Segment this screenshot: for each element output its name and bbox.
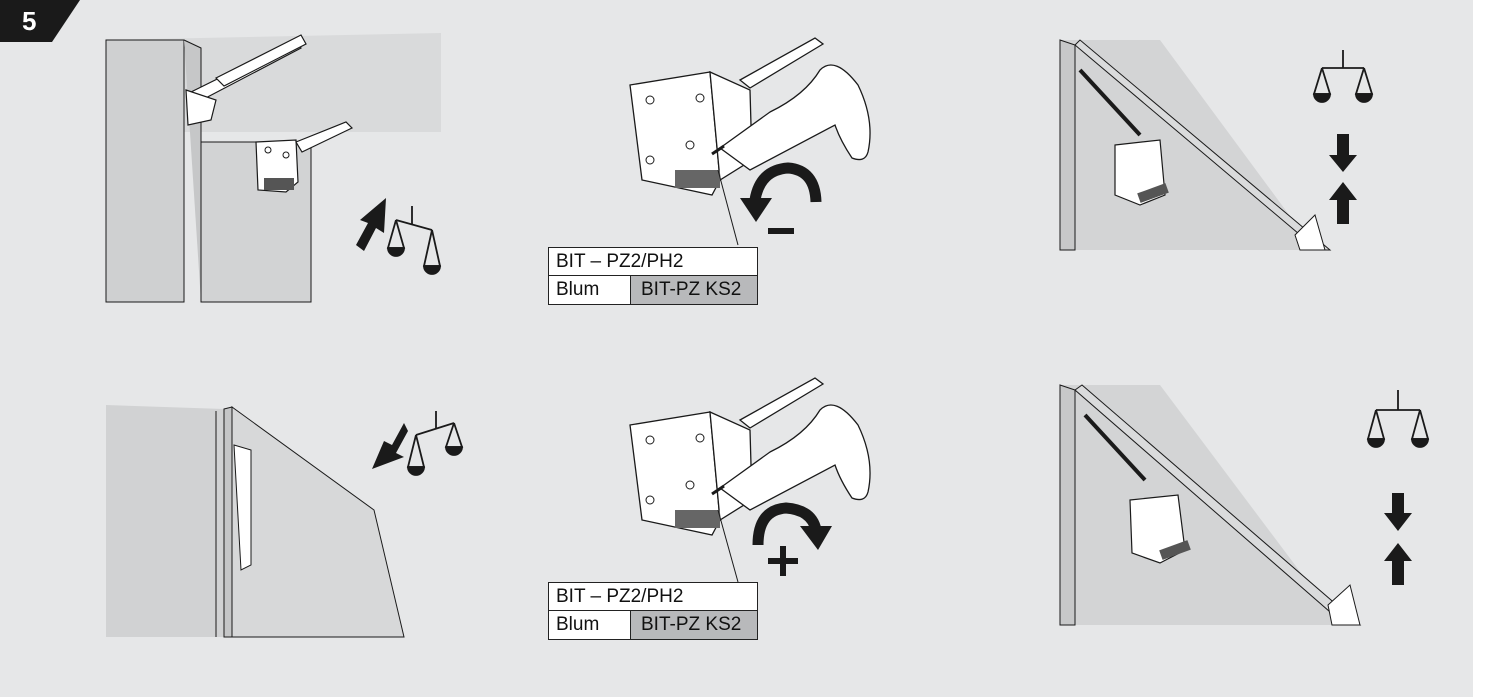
arrow-down-icon xyxy=(372,423,408,469)
illustration-balanced-open xyxy=(1060,40,1400,255)
bit-info-box: BIT – PZ2/PH2 Blum BIT-PZ KS2 xyxy=(548,582,758,640)
arrow-up-icon xyxy=(356,198,386,251)
balance-scale-icon xyxy=(388,206,440,274)
bit-code: BIT-PZ KS2 xyxy=(631,611,757,639)
bit-brand: Blum xyxy=(549,611,631,639)
arrow-up-icon xyxy=(1329,182,1357,224)
step-badge xyxy=(0,0,80,42)
rotate-ccw-icon xyxy=(740,168,816,234)
rotate-cw-icon xyxy=(758,508,832,576)
arrow-up-icon xyxy=(1384,543,1412,585)
step-number: 5 xyxy=(22,7,36,35)
bit-title: BIT – PZ2/PH2 xyxy=(549,248,757,276)
bit-info-box: BIT – PZ2/PH2 Blum BIT-PZ KS2 xyxy=(548,247,758,305)
bit-code: BIT-PZ KS2 xyxy=(631,276,757,304)
balance-scale-icon xyxy=(1314,50,1372,102)
illustration-lift-light xyxy=(106,405,476,640)
arrow-down-icon xyxy=(1329,134,1357,172)
balance-scale-icon xyxy=(1368,390,1428,447)
arrow-down-icon xyxy=(1384,493,1412,531)
illustration-balanced-open-2 xyxy=(1060,385,1430,630)
illustration-adjust-decrease xyxy=(620,30,880,250)
bit-brand: Blum xyxy=(549,276,631,304)
illustration-lift-heavy xyxy=(106,30,446,310)
bit-title: BIT – PZ2/PH2 xyxy=(549,583,757,611)
lift-mechanism xyxy=(1115,140,1169,205)
balance-scale-icon xyxy=(408,411,462,475)
illustration-adjust-increase xyxy=(620,370,880,590)
